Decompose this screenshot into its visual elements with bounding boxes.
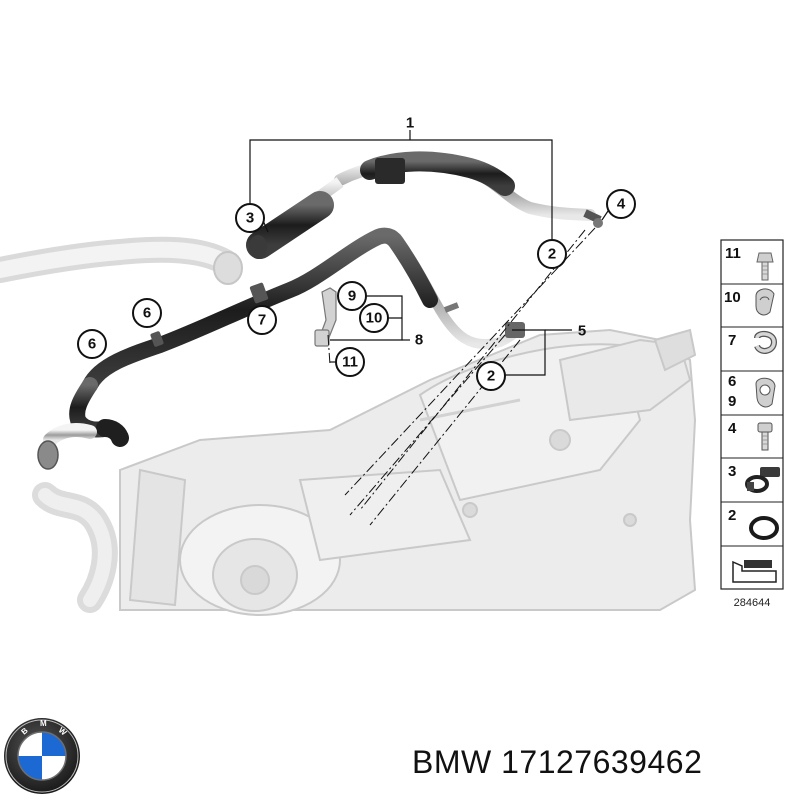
callout-3-circle xyxy=(235,203,265,233)
parts-legend: 11 10 7 6 9 4 xyxy=(720,239,784,609)
upper-hose-assembly xyxy=(246,151,603,259)
callout-11: 11 xyxy=(342,354,358,371)
callout-10-circle xyxy=(359,303,389,333)
brand-part-number: BMW 17127639462 xyxy=(412,744,703,780)
callout-10: 10 xyxy=(366,310,383,327)
legend-label-4: 4 xyxy=(728,420,737,437)
legend-label-3: 3 xyxy=(728,463,736,480)
svg-text:B: B xyxy=(20,726,30,737)
callout-6-upper-circle xyxy=(132,298,162,328)
callout-7: 7 xyxy=(258,312,266,329)
legend-label-10: 10 xyxy=(724,289,741,306)
legend-label-2: 2 xyxy=(728,507,736,524)
callout-7-circle xyxy=(247,305,277,335)
transmission-housing xyxy=(119,328,697,616)
arrow-icon xyxy=(732,560,777,583)
callout-2-bottom-circle xyxy=(476,361,506,391)
callout-5: 5 xyxy=(578,323,586,340)
screw-icon xyxy=(757,422,773,451)
svg-text:M: M xyxy=(40,719,47,728)
o-ring-icon xyxy=(749,516,779,540)
clip-icon xyxy=(755,288,775,316)
callout-2-top-circle xyxy=(537,239,567,269)
callout-4-circle xyxy=(606,189,636,219)
svg-text:W: W xyxy=(57,726,69,738)
bmw-logo: B M W xyxy=(4,718,80,794)
clamp-icon xyxy=(754,330,778,354)
legend-label-11: 11 xyxy=(725,245,741,262)
legend-label-7: 7 xyxy=(728,332,736,349)
callout-9: 9 xyxy=(348,288,356,305)
callout-3: 3 xyxy=(246,210,254,227)
callout-1: 1 xyxy=(406,115,414,132)
legend-label-6: 6 xyxy=(728,373,736,390)
bolt-icon xyxy=(756,252,774,281)
callout-6-lower: 6 xyxy=(88,336,96,353)
callouts: 1 3 2 4 5 2 6 6 7 9 10 8 11 xyxy=(77,115,636,391)
callout-11-circle xyxy=(335,347,365,377)
main-hose xyxy=(37,227,525,470)
callout-8: 8 xyxy=(415,332,423,349)
legend-label-9: 9 xyxy=(728,393,736,410)
mounting-bracket xyxy=(314,287,337,347)
callout-2-top: 2 xyxy=(548,246,556,263)
callout-9-circle xyxy=(337,281,367,311)
hose-clamp-icon xyxy=(745,467,780,493)
callout-6-upper: 6 xyxy=(143,305,151,322)
callout-4: 4 xyxy=(617,196,626,213)
callout-2-bottom: 2 xyxy=(487,368,495,385)
reference-number: 284644 xyxy=(734,597,771,609)
callout-6-lower-circle xyxy=(77,329,107,359)
bracket-clip-icon xyxy=(755,377,776,408)
